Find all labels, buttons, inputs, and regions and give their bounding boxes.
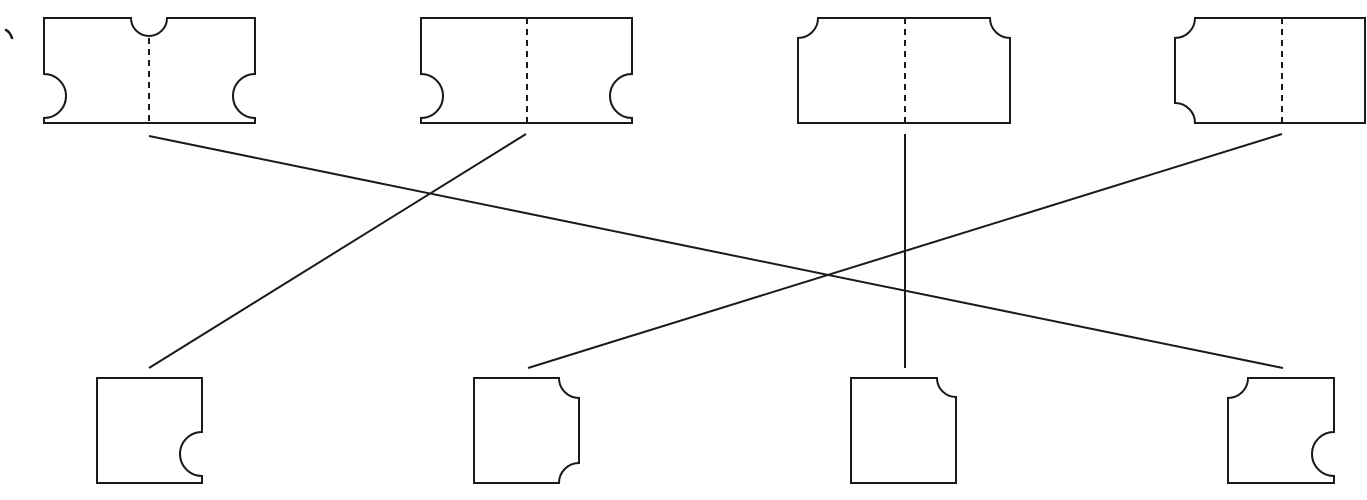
bottom-shape-1-outline <box>96 377 203 484</box>
stray-mark <box>4 28 14 40</box>
top-shape-1 <box>43 17 256 124</box>
bottom-shape-1 <box>96 377 203 484</box>
top-shape-4-outline <box>1174 17 1366 124</box>
top-shape-2-outline <box>420 17 633 124</box>
connector-top-4-bottom-2 <box>527 133 1283 369</box>
bottom-shape-3 <box>850 377 957 484</box>
connector-top-2-bottom-1 <box>148 133 527 369</box>
bottom-shape-4 <box>1227 377 1335 484</box>
top-shape-4 <box>1174 17 1366 124</box>
bottom-shape-2-outline <box>473 377 580 484</box>
connector-top-1-bottom-4 <box>148 135 1284 369</box>
top-shape-1-outline <box>43 17 256 124</box>
bottom-shape-4-outline <box>1227 377 1335 484</box>
top-shape-3 <box>797 17 1011 124</box>
bottom-shape-2 <box>473 377 580 484</box>
top-shape-3-outline <box>797 17 1011 124</box>
bottom-shape-3-outline <box>850 377 957 484</box>
top-shape-2 <box>420 17 633 124</box>
connections <box>148 133 1284 369</box>
